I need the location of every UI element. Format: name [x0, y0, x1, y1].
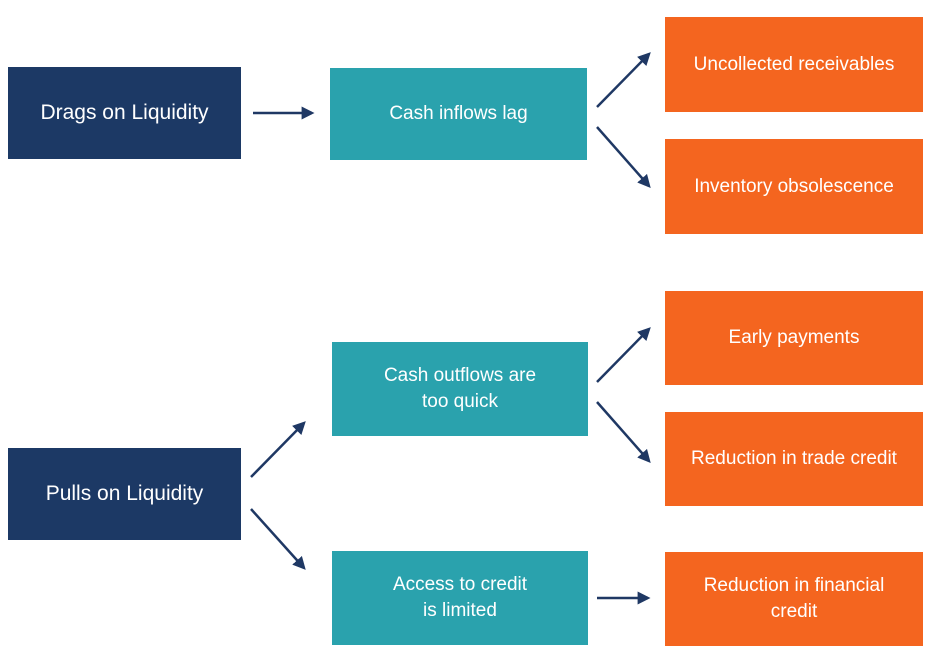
arrow-cash-inflows-to-uncollected	[596, 52, 651, 108]
node-uncollected-receivables: Uncollected receivables	[665, 17, 923, 112]
node-label: Uncollected receivables	[693, 53, 895, 75]
node-label: Pulls on Liquidity	[45, 481, 204, 505]
node-reduction-in-trade-credit: Reduction in trade credit	[665, 412, 923, 506]
node-cash-outflows-too-quick: Cash outflows are too quick	[332, 342, 588, 436]
arrow-pulls-to-access	[250, 508, 306, 570]
node-access-to-credit-limited: Access to credit is limited	[332, 551, 588, 645]
arrow-cash-inflows-to-inventory	[596, 126, 651, 188]
arrow-cash-outflows-to-trade-credit	[596, 401, 651, 463]
node-label: Cash outflows are too quick	[383, 365, 537, 412]
node-label: Early payments	[728, 327, 860, 349]
node-label: Cash inflows lag	[389, 103, 528, 125]
node-label: Drags on Liquidity	[40, 100, 209, 124]
node-cash-inflows-lag: Cash inflows lag	[330, 68, 587, 160]
node-label: Reduction in financial credit	[703, 575, 885, 622]
node-label: Access to credit is limited	[392, 574, 528, 621]
node-drags-on-liquidity: Drags on Liquidity	[8, 67, 241, 159]
node-pulls-on-liquidity: Pulls on Liquidity	[8, 448, 241, 540]
node-early-payments: Early payments	[665, 291, 923, 385]
arrow-pulls-to-cash-outflows	[250, 421, 306, 478]
node-label: Inventory obsolescence	[694, 175, 894, 197]
node-inventory-obsolescence: Inventory obsolescence	[665, 139, 923, 234]
node-reduction-in-financial-credit: Reduction in financial credit	[665, 552, 923, 646]
arrow-cash-outflows-to-early	[596, 327, 651, 383]
node-label: Reduction in trade credit	[691, 448, 897, 470]
